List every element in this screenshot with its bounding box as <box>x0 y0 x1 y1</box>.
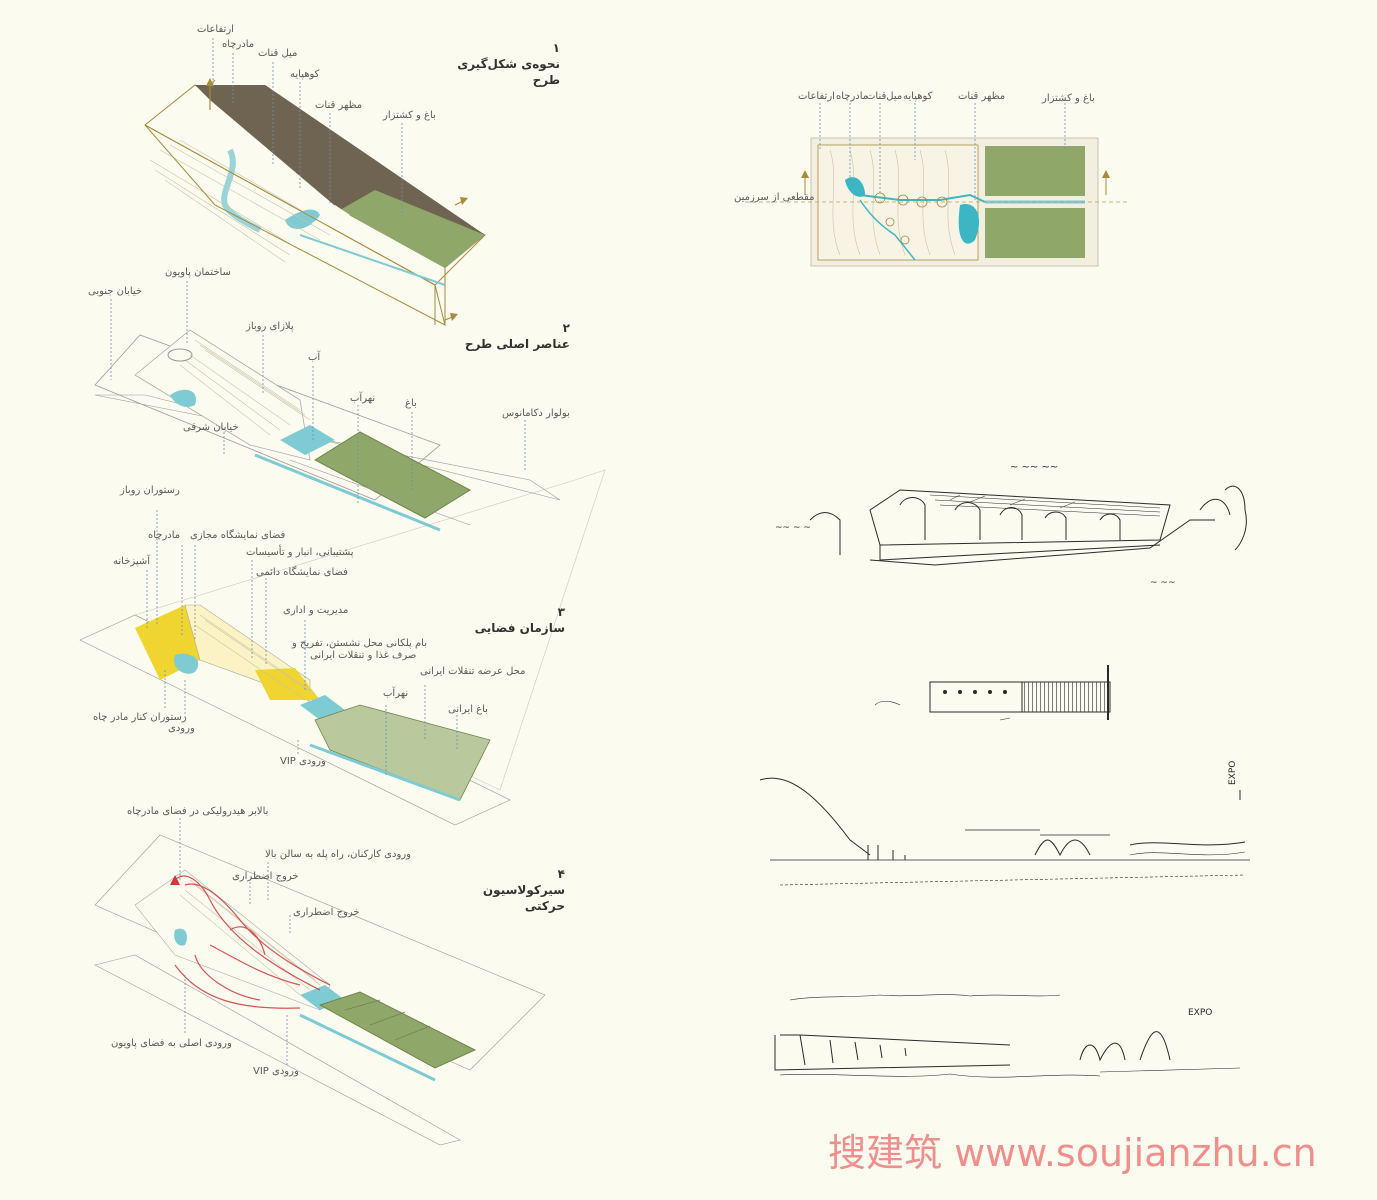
d3-label-entrance: ورودی <box>168 723 195 734</box>
diagram3-drawing <box>79 469 606 826</box>
svg-text:~ ~~ ~~: ~ ~~ ~~ <box>1010 462 1058 473</box>
d4-label-staff-entrance: ورودی کارکنان، راه پله به سالن بالا <box>265 849 411 860</box>
diagram1-number: ۱ <box>552 41 560 55</box>
sketch-section-4 <box>774 994 1241 1078</box>
diagram4-drawing <box>94 818 546 1146</box>
diagram1-drawing <box>144 38 486 326</box>
d2-label-water: آب <box>308 352 321 363</box>
d3-label-support: پشتیبانی، انبار و تأسیسات <box>246 547 354 558</box>
d3-label-vip-entrance: ورودی VIP <box>280 756 326 767</box>
d1-label-qanat-shaft: میل قنات <box>258 48 298 59</box>
d3-label-open-restaurant: رستوران روباز <box>120 485 180 496</box>
sketch-expo-label-2: EXPO <box>1188 1008 1213 1018</box>
plan-label-qanat-shaft: میل‌قنات <box>866 91 903 102</box>
d3-label-snacks: محل عرضه تنقلات ایرانی <box>420 666 526 677</box>
d3-label-kitchen: آشپزخانه <box>113 556 151 567</box>
sketch-expo-label-1: EXPO <box>1228 760 1238 785</box>
diagram2-title-text: عناصر اصلی طرح <box>464 337 570 351</box>
diagram2-number: ۲ <box>562 321 570 335</box>
d3-label-permanent-exhibition: فضای نمایشگاه دائمی <box>256 567 348 578</box>
d1-label-foothill: کوهپایه <box>290 69 320 80</box>
d2-label-boulevard: بولوار دکامانوس <box>502 408 570 419</box>
d4-label-emergency-exit-1: خروج اضطراری <box>232 871 299 882</box>
d4-label-emergency-exit-2: خروج اضطراری <box>293 907 360 918</box>
d3-label-persian-garden: باغ ایرانی <box>448 704 488 715</box>
plan-drawing <box>745 103 1130 267</box>
d3-label-stream: نهرآب <box>383 688 409 699</box>
diagram1-title: ۱ نحوه‌ی شکل‌گیری طرح <box>440 40 560 88</box>
plan-label-heights: ارتفاعات <box>798 91 835 102</box>
watermark: 搜建筑 www.soujianzhu.cn <box>828 1131 1317 1175</box>
d1-label-mother-well: مادرچاه <box>222 39 255 50</box>
d1-label-heights: ارتفاعات <box>197 24 234 35</box>
d3-label-management: مدیریت و اداری <box>283 605 349 616</box>
plan-label-mother-well: مادرچاه <box>836 91 869 102</box>
d3-label-stepped-roof-2: صرف غذا و تنقلات ایرانی <box>310 650 417 661</box>
sketch-plan-2 <box>874 665 1111 721</box>
diagram4-number: ۴ <box>557 867 565 881</box>
d1-label-qanat-outlet: مظهر قنات <box>315 100 363 111</box>
diagram4-title-text: سیرکولاسیون حرکتی <box>482 883 565 913</box>
d2-label-garden: باغ <box>405 398 417 409</box>
d3-label-mother-well: مادرچاه <box>148 530 181 541</box>
d4-label-hydraulic-lift: بالابر هیدرولیکی در فضای مادرچاه <box>127 806 269 817</box>
diagram3-title-text: سازمان فضایی <box>474 621 565 635</box>
plan-label-qanat-outlet: مظهر قنات <box>958 91 1006 102</box>
d4-label-main-entrance: ورودی اصلی به فضای پاویون <box>111 1038 232 1049</box>
d2-label-stream: نهرآب <box>350 393 376 404</box>
sketch-section-1: ~ ~~ ~~ ~~ ~ ~ ~ ~~ <box>775 462 1247 588</box>
diagram1-title-text: نحوه‌ی شکل‌گیری طرح <box>457 57 560 87</box>
diagram2-drawing <box>94 281 561 532</box>
sketch-section-3 <box>759 777 1250 886</box>
plan-label-foothill: کوهپایه <box>903 91 933 102</box>
diagram3-title: ۳ سازمان فضایی <box>460 604 565 636</box>
d2-label-open-plaza: پلازای روباز <box>246 321 294 332</box>
d1-label-garden-field: باغ و کشتزار <box>383 110 436 121</box>
d4-label-vip-entrance: ورودی VIP <box>253 1066 299 1077</box>
plan-label-section: مقطعی از سرزمین <box>734 192 815 203</box>
svg-text:~ ~~: ~ ~~ <box>1150 578 1175 588</box>
svg-text:~~ ~ ~: ~~ ~ ~ <box>775 523 811 533</box>
diagram4-title: ۴ سیرکولاسیون حرکتی <box>460 866 565 914</box>
d2-label-south-street: خیابان جنوبی <box>88 286 143 297</box>
plan-label-garden-field: باغ و کشتزار <box>1042 93 1095 104</box>
diagram2-title: ۲ عناصر اصلی طرح <box>460 320 570 352</box>
diagram3-number: ۳ <box>557 605 565 619</box>
d2-label-east-street: خیابان شرقی <box>183 422 239 433</box>
d3-label-virtual-exhibition: فضای نمایشگاه مجازی <box>190 530 286 541</box>
d3-label-well-restaurant: رستوران کنار مادر چاه <box>93 712 187 723</box>
d3-label-stepped-roof-1: بام پلکانی محل نشستن، تفریح و <box>292 638 427 649</box>
d2-label-pavilion: ساختمان پاویون <box>165 267 231 278</box>
